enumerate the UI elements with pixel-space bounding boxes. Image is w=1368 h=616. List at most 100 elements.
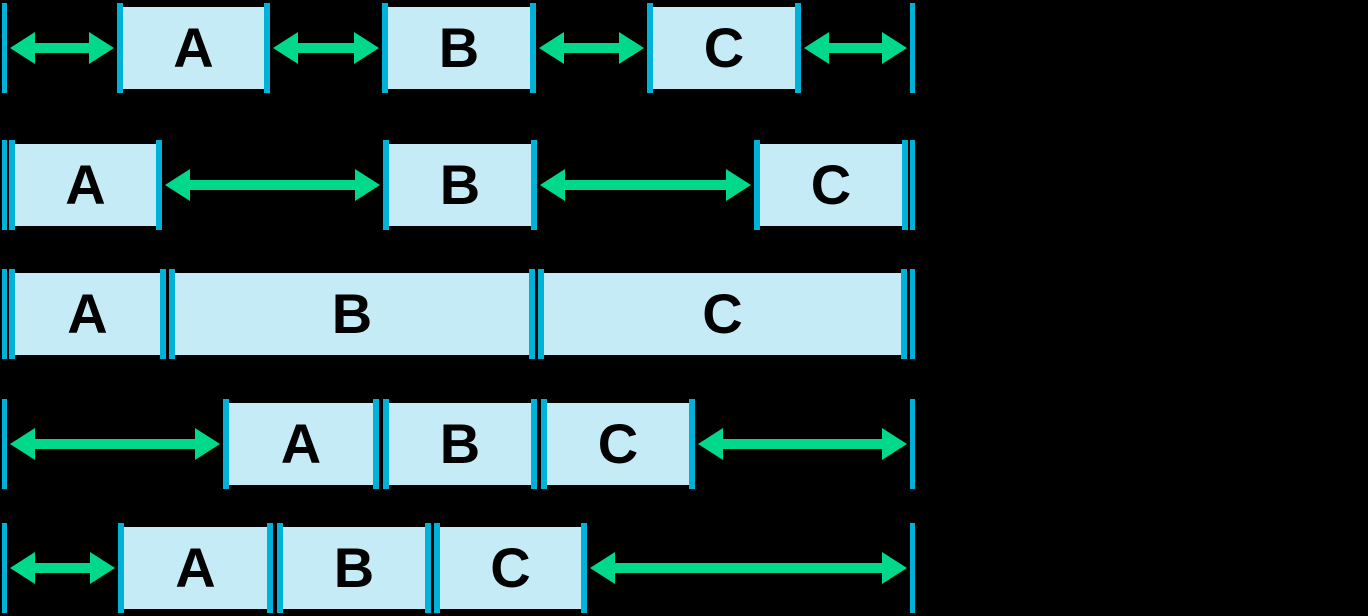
box-c: C [647, 3, 801, 93]
box-label: C [490, 536, 531, 599]
box-edge-bar [169, 269, 175, 359]
box-label: C [810, 153, 852, 216]
double-arrow-icon [7, 399, 223, 489]
double-arrow-icon [695, 399, 910, 489]
arrow-shaft [565, 180, 726, 190]
arrow-left-head [698, 428, 723, 460]
box-fill: A [15, 271, 160, 357]
right-edge-bar [910, 523, 915, 613]
box-label: C [597, 412, 639, 475]
arrow-left-head [10, 428, 35, 460]
box-fill: C [760, 142, 902, 228]
box-fill: A [124, 525, 267, 611]
box-edge-bar [689, 399, 695, 489]
box-edge-bar [373, 399, 379, 489]
box-edge-bar [531, 140, 537, 230]
box-fill: A [123, 5, 264, 91]
arrow-right-head [354, 32, 379, 64]
arrow-right-head [90, 552, 115, 584]
box-edge-bar [647, 3, 653, 93]
box-c: C [434, 523, 587, 613]
arrow-right-head [619, 32, 644, 64]
box-edge-bar [383, 140, 389, 230]
box-label: B [439, 153, 481, 216]
double-arrow-icon [801, 3, 910, 93]
box-edge-bar [160, 269, 166, 359]
box-edge-bar [9, 140, 15, 230]
box-edge-bar [529, 269, 535, 359]
alignment-row-4: A B C [2, 399, 915, 489]
alignment-row-3: A B C [2, 269, 915, 359]
box-label: A [175, 536, 216, 599]
box-edge-bar [156, 140, 162, 230]
alignment-row-2: A B C [2, 140, 915, 230]
double-arrow-icon [537, 140, 754, 230]
box-b: B [383, 399, 537, 489]
arrow-shaft [723, 439, 882, 449]
arrow-right-head [726, 169, 751, 201]
box-label: B [331, 282, 373, 345]
box-a: A [117, 3, 270, 93]
box-b: B [382, 3, 536, 93]
box-edge-bar [9, 269, 15, 359]
box-fill: A [15, 142, 156, 228]
box-fill: C [544, 271, 901, 357]
box-edge-bar [538, 269, 544, 359]
box-fill: B [283, 525, 425, 611]
box-edge-bar [531, 399, 537, 489]
arrow-left-head [165, 169, 190, 201]
box-label: C [702, 282, 743, 345]
right-edge-bar [910, 269, 915, 359]
double-arrow-icon [7, 523, 118, 613]
box-c: C [541, 399, 695, 489]
box-edge-bar [118, 523, 124, 613]
box-edge-bar [795, 3, 801, 93]
arrow-left-head [10, 32, 35, 64]
arrow-right-head [882, 428, 907, 460]
box-fill: C [547, 401, 689, 487]
box-edge-bar [267, 523, 273, 613]
arrow-right-head [89, 32, 114, 64]
arrow-left-head [10, 552, 35, 584]
box-b: B [383, 140, 537, 230]
box-fill: C [440, 525, 581, 611]
arrow-left-head [540, 169, 565, 201]
double-arrow-icon [270, 3, 382, 93]
arrow-right-head [882, 552, 907, 584]
arrow-shaft [35, 43, 89, 53]
box-fill: B [175, 271, 529, 357]
box-edge-bar [902, 140, 908, 230]
left-edge-bar [2, 140, 7, 230]
box-edge-bar [223, 399, 229, 489]
box-edge-bar [901, 269, 907, 359]
arrow-left-head [590, 552, 615, 584]
arrow-shaft [35, 563, 90, 573]
arrow-right-head [195, 428, 220, 460]
box-a: A [9, 269, 166, 359]
box-fill: B [389, 142, 531, 228]
box-a: A [223, 399, 379, 489]
arrow-shaft [564, 43, 619, 53]
double-arrow-icon [536, 3, 647, 93]
box-label: A [173, 16, 214, 79]
arrow-left-head [539, 32, 564, 64]
box-b: B [169, 269, 535, 359]
box-edge-bar [117, 3, 123, 93]
alignment-row-1: A B C [2, 3, 915, 93]
box-label: A [65, 153, 106, 216]
box-edge-bar [434, 523, 440, 613]
arrow-shaft [829, 43, 882, 53]
box-label: B [439, 412, 481, 475]
double-arrow-icon [587, 523, 910, 613]
arrow-right-head [355, 169, 380, 201]
box-label: C [703, 16, 745, 79]
box-b: B [277, 523, 431, 613]
right-edge-bar [910, 3, 915, 93]
arrow-shaft [190, 180, 355, 190]
box-edge-bar [425, 523, 431, 613]
right-edge-bar [910, 140, 915, 230]
box-fill: C [653, 5, 795, 91]
left-edge-bar [2, 3, 7, 93]
box-label: B [333, 536, 375, 599]
